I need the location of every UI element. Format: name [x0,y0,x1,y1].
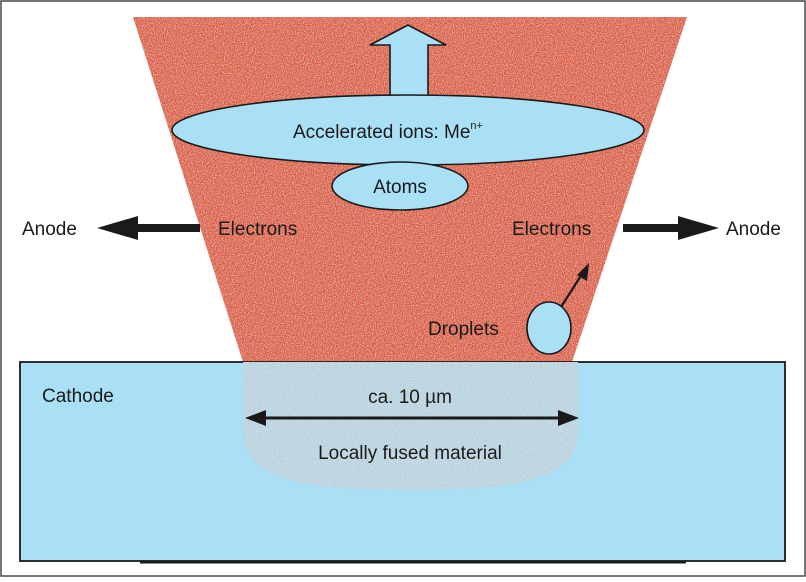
anode-right-label: Anode [726,219,781,240]
ion-flux-arrow [369,24,447,97]
droplet-ellipse [526,301,572,355]
droplets-label: Droplets [428,319,499,340]
ions-label: Accelerated ions: Men+ [293,120,483,143]
width-arrow-left [245,410,266,426]
width-arrow-right [558,410,579,426]
fused-material-label: Locally fused material [318,443,502,464]
fused-zone [243,362,578,490]
anode-left-label: Anode [22,219,77,240]
atoms-ellipse [331,161,469,211]
electrons-right-label: Electrons [512,219,591,240]
droplet-arrow-head [577,263,589,281]
width-label: ca. 10 µm [368,387,452,408]
anode-right-arrow [623,216,719,240]
atoms-label: Atoms [373,177,427,198]
cathode-label: Cathode [42,386,114,407]
droplet-arrow-line [560,273,583,308]
electrons-left-label: Electrons [218,219,297,240]
anode-left-arrow [97,216,200,240]
